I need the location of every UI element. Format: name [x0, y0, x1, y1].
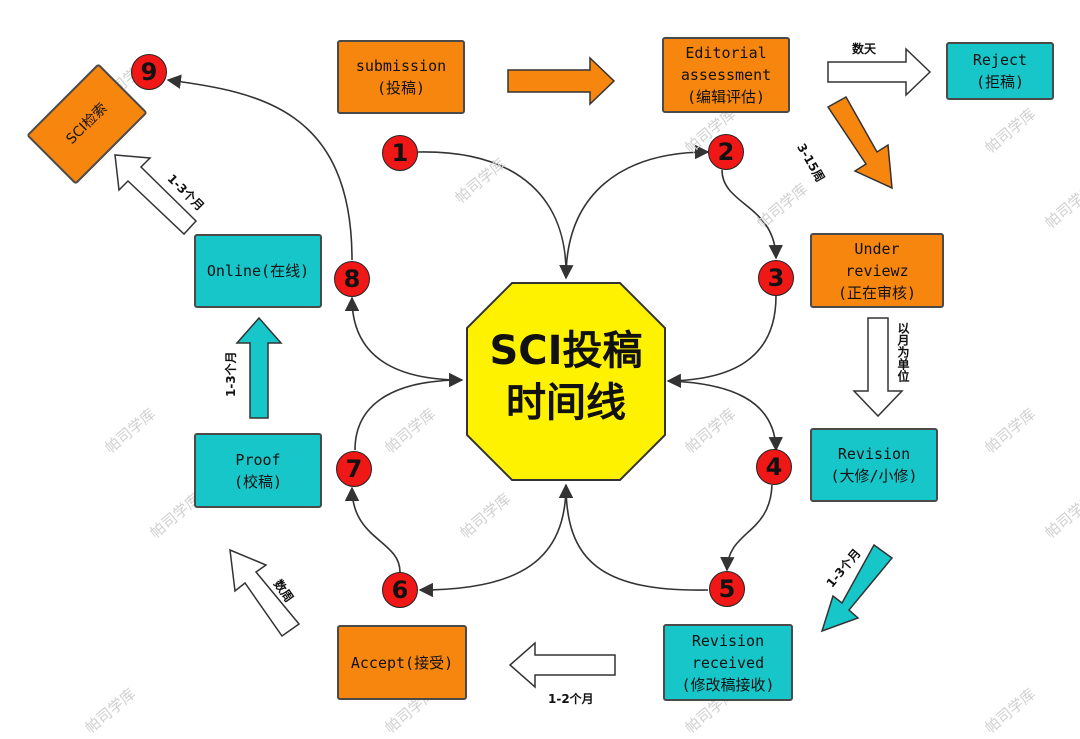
accept-box: Accept(接受): [337, 625, 467, 700]
revision-sublabel: (大修/小修): [830, 467, 918, 485]
under-review-box: Under reviewz (正在审核): [810, 233, 944, 308]
center-title-line2: 时间线: [506, 380, 626, 426]
submission-sublabel: (投稿): [376, 79, 426, 97]
label-1-2-months: 1-2个月: [548, 692, 594, 706]
under-review-label-2: reviewz: [845, 261, 909, 280]
submission-box: submission (投稿): [337, 40, 465, 114]
curve-3-to-center: [666, 295, 777, 388]
arrow-editorial-to-under-review: [826, 95, 893, 190]
under-review-sublabel: (正在审核): [837, 283, 917, 302]
curve-5-to-center: [558, 483, 709, 591]
editorial-label-1: Editorial: [685, 44, 767, 62]
arrow-submission-to-editorial: [507, 56, 616, 106]
editorial-label-2: assessment: [680, 66, 772, 84]
reject-box: Reject (拒稿): [946, 42, 1054, 100]
curve-center-to-6: [418, 484, 567, 598]
editorial-assessment-box: Editorial assessment (编辑评估): [662, 37, 790, 113]
curve-center-to-2: [565, 144, 710, 279]
curve-7-to-center: [354, 372, 464, 451]
revision-received-sublabel: (修改稿接收): [681, 675, 775, 694]
revision-received-label-2: received: [691, 653, 765, 672]
revision-received-box: Revision received (修改稿接收): [663, 624, 793, 701]
reject-label: Reject: [972, 51, 1028, 69]
reject-sublabel: (拒稿): [975, 73, 1025, 91]
step-badge-3: 3: [758, 260, 794, 296]
step-badge-2: 2: [708, 134, 744, 170]
curve-1-to-center: [417, 151, 574, 280]
arrow-revision-received-to-accept: [508, 641, 616, 689]
revision-box: Revision (大修/小修): [810, 428, 938, 502]
step-badge-4: 4: [756, 449, 792, 485]
center-title-line1: SCI投稿: [489, 328, 643, 374]
submission-label: submission: [355, 57, 447, 75]
proof-box: Proof (校稿): [194, 433, 322, 508]
arrow-proof-to-online: [235, 316, 283, 419]
curve-6-to-7: [344, 486, 401, 573]
editorial-sublabel: (编辑评估): [686, 88, 766, 106]
arrow-accept-to-proof: [229, 548, 301, 638]
under-review-label-1: Under: [854, 239, 900, 258]
curve-4-to-5: [720, 484, 773, 572]
curve-8-to-9: [166, 74, 353, 261]
label-monthly: 以月为单位: [896, 322, 910, 382]
proof-label: Proof: [235, 450, 281, 469]
arrow-under-review-to-revision: [852, 317, 904, 418]
sci-index-label: SCI检索: [63, 100, 111, 148]
step-badge-7: 7: [336, 451, 372, 487]
online-box: Online(在线): [194, 234, 322, 308]
arrow-online-to-sci-index: [114, 154, 198, 236]
curve-center-to-4: [667, 380, 783, 452]
label-days: 数天: [852, 42, 877, 56]
step-badge-5: 5: [709, 571, 745, 607]
arrow-revision-to-revision-received: [820, 543, 894, 633]
revision-label: Revision: [837, 445, 911, 463]
online-label: Online(在线): [206, 262, 310, 280]
center-octagon: [466, 282, 666, 481]
accept-label: Accept(接受): [350, 653, 454, 672]
label-1-3-months-left: 1-3个月: [224, 351, 238, 397]
proof-sublabel: (校稿): [233, 472, 283, 491]
step-badge-6: 6: [382, 572, 418, 608]
curve-2-to-3: [721, 169, 783, 260]
step-badge-1: 1: [382, 135, 418, 171]
arrow-editorial-to-reject: [827, 47, 932, 97]
step-badge-8: 8: [334, 261, 370, 297]
center-title: SCI投稿 时间线: [470, 312, 662, 442]
step-badge-9: 9: [131, 54, 167, 90]
curve-center-to-8: [344, 296, 463, 381]
revision-received-label-1: Revision: [691, 631, 765, 650]
